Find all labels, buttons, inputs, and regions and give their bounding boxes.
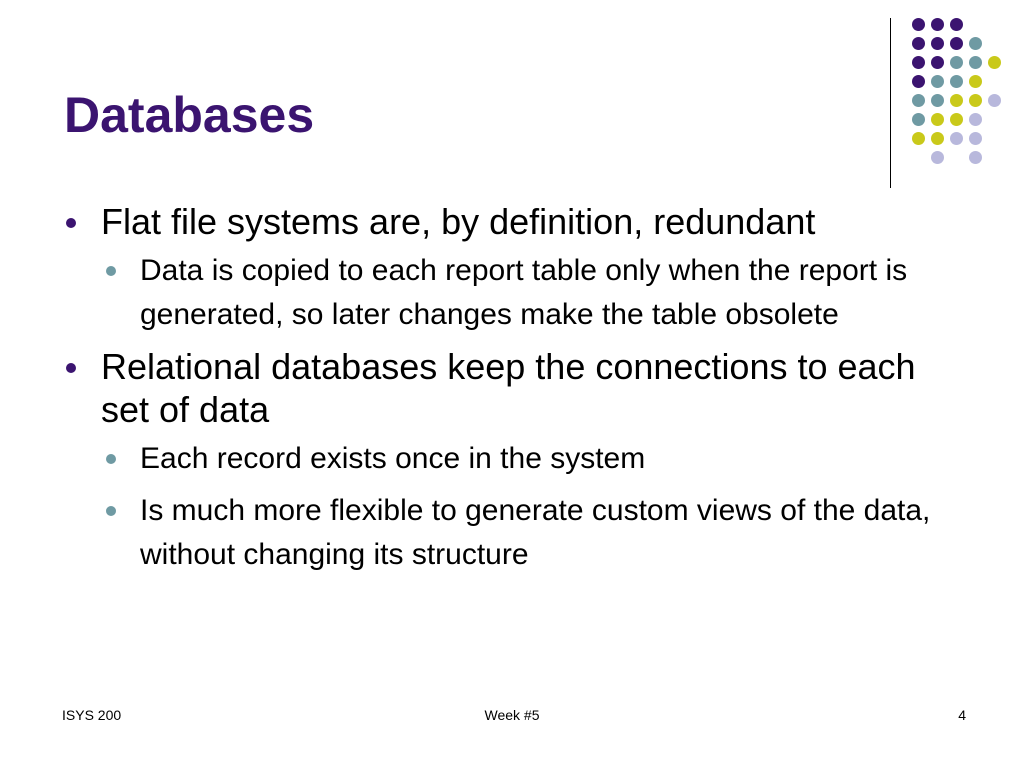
decorative-dot — [969, 132, 982, 145]
bullet-icon — [66, 363, 76, 373]
decorative-dot — [912, 75, 925, 88]
decorative-dot — [912, 56, 925, 69]
bullet-item: Relational databases keep the connection… — [64, 345, 944, 431]
sub-bullet-icon — [106, 506, 116, 516]
sub-bullet-text: Is much more flexible to generate custom… — [140, 494, 931, 571]
decorative-dot — [988, 94, 1001, 107]
decorative-dot — [931, 94, 944, 107]
decorative-dot — [931, 75, 944, 88]
decorative-dot — [931, 151, 944, 164]
bullet-text: Flat file systems are, by definition, re… — [101, 201, 816, 242]
title-divider-line — [890, 18, 891, 188]
decorative-dot — [950, 113, 963, 126]
footer-course: ISYS 200 — [62, 707, 122, 723]
decorative-dot — [912, 113, 925, 126]
footer-page-number: 4 — [958, 707, 966, 723]
decorative-dot — [988, 56, 1001, 69]
decorative-dot — [969, 75, 982, 88]
decorative-dot — [950, 132, 963, 145]
decorative-dot — [950, 56, 963, 69]
sub-bullet-text: Each record exists once in the system — [140, 442, 646, 475]
decorative-dot-grid — [0, 0, 1024, 200]
decorative-dot — [969, 151, 982, 164]
decorative-dot — [969, 94, 982, 107]
decorative-dot — [931, 37, 944, 50]
decorative-dot — [969, 37, 982, 50]
decorative-dot — [931, 56, 944, 69]
sub-bullet-item: Each record exists once in the system — [64, 437, 944, 481]
bullet-text: Relational databases keep the connection… — [101, 346, 916, 430]
footer-week: Week #5 — [484, 707, 540, 723]
decorative-dot — [931, 113, 944, 126]
decorative-dot — [969, 113, 982, 126]
decorative-dot — [912, 37, 925, 50]
decorative-dot — [950, 18, 963, 31]
decorative-dot — [950, 37, 963, 50]
slide-title: Databases — [64, 87, 315, 143]
decorative-dot — [912, 94, 925, 107]
decorative-dot — [912, 18, 925, 31]
decorative-dot — [931, 132, 944, 145]
bullet-icon — [66, 218, 76, 228]
decorative-dot — [950, 94, 963, 107]
sub-bullet-item: Is much more flexible to generate custom… — [64, 489, 944, 577]
sub-bullet-text: Data is copied to each report table only… — [140, 254, 908, 331]
decorative-dot — [931, 18, 944, 31]
decorative-dot — [950, 75, 963, 88]
sub-bullet-item: Data is copied to each report table only… — [64, 249, 944, 337]
decorative-dot — [969, 56, 982, 69]
sub-bullet-icon — [106, 454, 116, 464]
sub-bullet-icon — [106, 266, 116, 276]
decorative-dot — [912, 132, 925, 145]
bullet-item: Flat file systems are, by definition, re… — [64, 200, 944, 243]
slide-body: Flat file systems are, by definition, re… — [64, 200, 944, 585]
